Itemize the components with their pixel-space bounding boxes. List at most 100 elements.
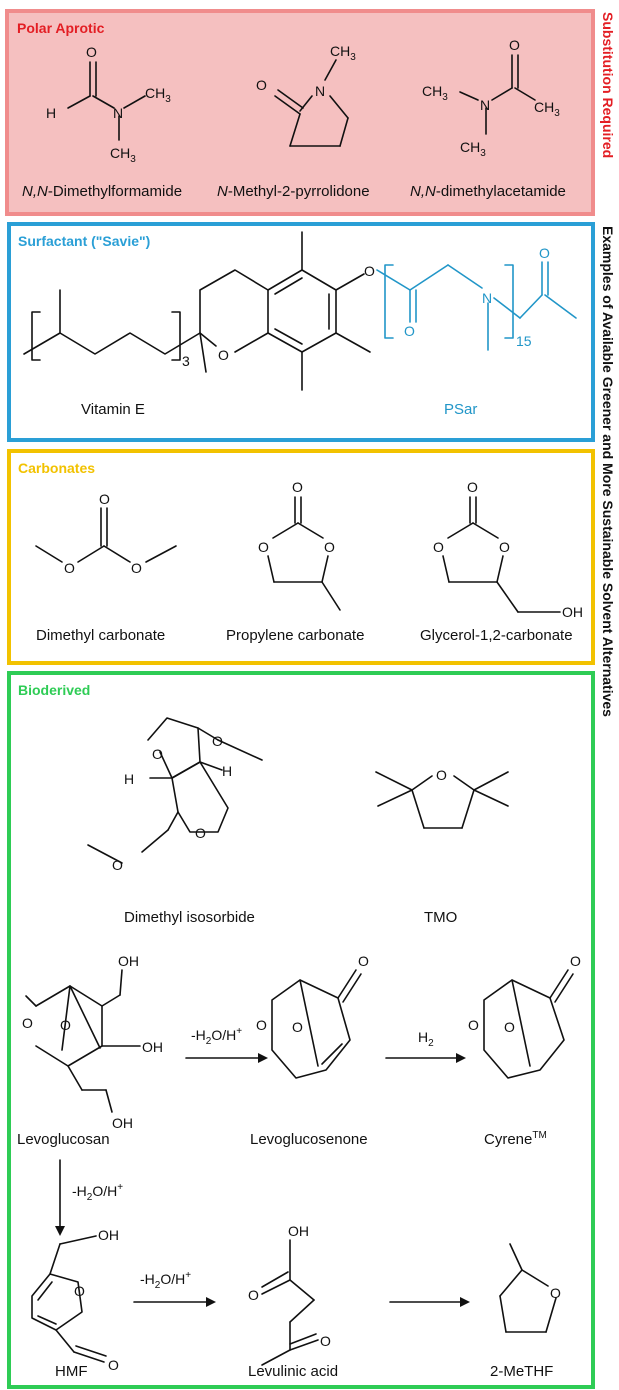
svg-text:O: O (131, 560, 142, 576)
svg-text:O: O (539, 245, 550, 261)
dimethyl-isosorbide-structure: O O O O H H (87, 717, 263, 873)
tmo-structure: O (375, 767, 509, 829)
nmp-label: N-Methyl-2-pyrrolidone (217, 183, 370, 200)
vitamin-e-structure: 3 O O (23, 231, 375, 391)
bioderived-section: Bioderived O O O O H H Dimethyl isosorbi… (7, 671, 595, 1389)
arrowhead-1 (258, 1053, 268, 1063)
svg-text:CH3: CH3 (460, 139, 486, 159)
reagent-hydrogen: H2 (418, 1029, 434, 1049)
svg-text:O: O (504, 1019, 515, 1035)
svg-text:OH: OH (288, 1223, 309, 1239)
svg-text:O: O (22, 1015, 33, 1031)
svg-text:O: O (74, 1283, 85, 1299)
svg-text:O: O (433, 539, 444, 555)
svg-text:CH3: CH3 (110, 145, 136, 165)
svg-text:OH: OH (142, 1039, 163, 1055)
polar-aprotic-section: Polar Aprotic O H N CH3 CH3 N,N-Dimethyl… (5, 9, 595, 216)
svg-text:O: O (436, 767, 447, 783)
svg-text:CH3: CH3 (534, 99, 560, 119)
bioderived-title: Bioderived (18, 682, 90, 698)
svg-text:15: 15 (516, 333, 532, 349)
svg-text:O: O (86, 44, 97, 60)
dmf-label: N,N-Dimethylformamide (22, 183, 182, 200)
levoglucosan-structure: O O OH OH OH (22, 953, 163, 1131)
svg-text:O: O (358, 953, 369, 969)
carbonates-box (7, 449, 595, 665)
bioderived-box (7, 671, 595, 1389)
psar-structure: O N O 15 (376, 245, 577, 351)
levulinic-acid-label: Levulinic acid (248, 1363, 338, 1380)
svg-text:OH: OH (112, 1115, 133, 1131)
svg-text:N: N (315, 83, 325, 99)
svg-text:CH3: CH3 (422, 83, 448, 103)
dimethyl-carbonate-structure: O O O (35, 491, 177, 576)
svg-text:O: O (292, 479, 303, 495)
polar-aprotic-box (5, 9, 595, 216)
surfactant-title: Surfactant ("Savie") (18, 233, 150, 249)
svg-text:OH: OH (98, 1227, 119, 1243)
svg-text:O: O (404, 323, 415, 339)
svg-text:CH3: CH3 (145, 85, 171, 105)
svg-text:O: O (212, 733, 223, 749)
svg-text:N: N (482, 290, 492, 306)
svg-text:H: H (222, 763, 232, 779)
levoglucosenone-structure: O O O (256, 953, 369, 1079)
svg-text:O: O (195, 825, 206, 841)
arrowhead-2 (456, 1053, 466, 1063)
dimethyl-isosorbide-label: Dimethyl isosorbide (124, 909, 255, 926)
glycerol-carbonate-label: Glycerol-1,2-carbonate (420, 627, 573, 644)
svg-text:O: O (258, 539, 269, 555)
cyrene-label: CyreneTM (484, 1130, 547, 1148)
reagent-dehydration-2: -H2O/H+ (72, 1182, 123, 1203)
arrowhead-4 (460, 1297, 470, 1307)
svg-text:O: O (64, 560, 75, 576)
svg-text:OH: OH (118, 953, 139, 969)
svg-text:O: O (499, 539, 510, 555)
svg-text:O: O (60, 1017, 71, 1033)
svg-text:O: O (324, 539, 335, 555)
side-label-substitution: Substitution Required (600, 12, 616, 158)
svg-text:O: O (218, 347, 229, 363)
svg-text:O: O (550, 1285, 561, 1301)
svg-text:O: O (364, 263, 375, 279)
svg-text:O: O (320, 1333, 331, 1349)
svg-text:O: O (570, 953, 581, 969)
levulinic-acid-structure: OH O O (248, 1223, 331, 1366)
svg-text:O: O (256, 1017, 267, 1033)
svg-text:O: O (112, 857, 123, 873)
svg-text:O: O (292, 1019, 303, 1035)
cyrene-structure: O O O (468, 953, 581, 1079)
levoglucosenone-label: Levoglucosenone (250, 1131, 368, 1148)
svg-text:CH3: CH3 (330, 43, 356, 63)
svg-text:O: O (468, 1017, 479, 1033)
svg-text:H: H (46, 105, 56, 121)
svg-text:O: O (467, 479, 478, 495)
hmf-structure: O OH O (31, 1227, 119, 1373)
svg-text:OH: OH (562, 604, 583, 620)
dmf-structure: O H N CH3 CH3 (46, 44, 171, 165)
psar-label: PSar (444, 401, 477, 418)
dmac-label: N,N-dimethylacetamide (410, 183, 566, 200)
polar-aprotic-title: Polar Aprotic (17, 20, 105, 36)
propylene-carbonate-label: Propylene carbonate (226, 627, 364, 644)
svg-text:O: O (152, 746, 163, 762)
side-label-alternatives: Examples of Available Greener and More S… (600, 226, 616, 717)
carbonates-section: Carbonates O O O Dimethyl carbonate O O … (7, 449, 595, 665)
arrowhead-down (55, 1226, 65, 1236)
dmac-structure: CH3 N O CH3 CH3 (422, 37, 560, 159)
reagent-dehydration-3: -H2O/H+ (140, 1270, 191, 1291)
svg-text:N: N (480, 97, 490, 113)
svg-text:O: O (108, 1357, 119, 1373)
svg-text:O: O (256, 77, 267, 93)
methf-structure: O (499, 1243, 561, 1333)
carbonates-title: Carbonates (18, 460, 95, 476)
methf-label: 2-MeTHF (490, 1363, 553, 1380)
svg-text:O: O (509, 37, 520, 53)
reagent-dehydration-1: -H2O/H+ (191, 1026, 242, 1047)
svg-text:O: O (99, 491, 110, 507)
surfactant-box (7, 222, 595, 442)
dimethyl-carbonate-label: Dimethyl carbonate (36, 627, 165, 644)
levoglucosan-label: Levoglucosan (17, 1131, 110, 1148)
glycerol-carbonate-structure: O O O OH (433, 479, 583, 620)
